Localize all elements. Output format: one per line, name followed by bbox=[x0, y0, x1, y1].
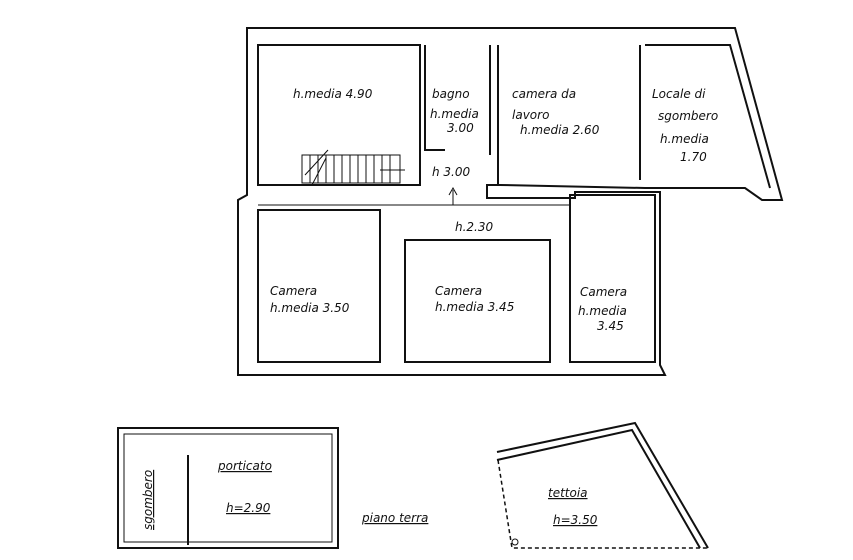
workroom-height: h.media 2.60 bbox=[520, 123, 600, 137]
bedroom-center-height: h.media 3.45 bbox=[435, 300, 514, 314]
canopy-name: tettoia bbox=[548, 486, 588, 500]
bedroom-left-height: h.media 3.50 bbox=[270, 301, 350, 315]
bedroom-center-name: Camera bbox=[435, 284, 482, 298]
canopy-height: h=3.50 bbox=[553, 513, 598, 527]
bathroom-height-label: h.media bbox=[430, 107, 479, 121]
workroom-name-2: lavoro bbox=[512, 108, 549, 122]
bedroom-left-name: Camera bbox=[270, 284, 317, 298]
hall-height: h 3.00 bbox=[432, 165, 471, 179]
staircase bbox=[301, 149, 405, 186]
bathroom-name: bagno bbox=[432, 87, 470, 101]
canopy-outline bbox=[496, 421, 709, 549]
bedroom-right-height-value: 3.45 bbox=[597, 319, 624, 333]
storage-height-value: 1.70 bbox=[680, 150, 707, 164]
storage-name-1: Locale di bbox=[652, 87, 706, 101]
annex-storage-name: sgombero bbox=[141, 470, 155, 530]
porch-name: porticato bbox=[217, 459, 272, 473]
entrance-arrow bbox=[448, 186, 458, 205]
bedroom-right-name: Camera bbox=[580, 285, 627, 299]
storage-name-2: sgombero bbox=[658, 109, 718, 123]
bedroom-right-height-label: h.media bbox=[578, 304, 627, 318]
workroom-name-1: camera da bbox=[512, 87, 576, 101]
storage-height-label: h.media bbox=[660, 132, 709, 146]
corridor-height: h.2.30 bbox=[455, 220, 494, 234]
porch-height: h=2.90 bbox=[226, 501, 271, 515]
floor-label: piano terra bbox=[361, 511, 428, 525]
annex-walls bbox=[117, 427, 339, 549]
main-building-walls bbox=[237, 27, 784, 376]
room-living-height: h.media 4.90 bbox=[293, 87, 373, 101]
bathroom-height-value: 3.00 bbox=[447, 121, 474, 135]
